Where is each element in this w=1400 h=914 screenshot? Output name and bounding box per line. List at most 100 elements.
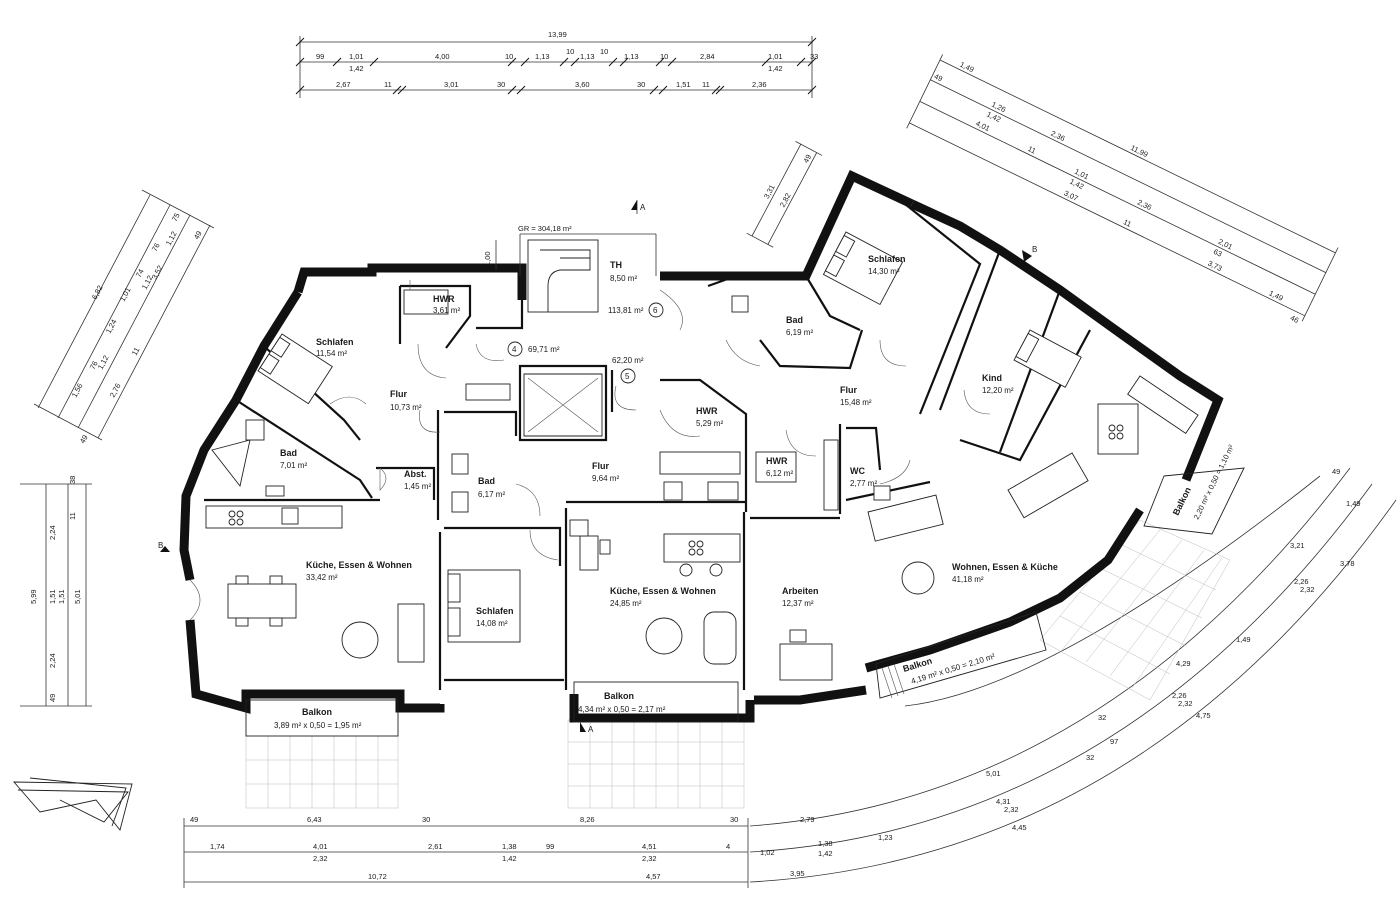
unit-6-area: 113,81 m²	[608, 306, 644, 315]
room-name: Bad	[478, 476, 495, 486]
dim-label: 2,32	[313, 854, 328, 863]
dim-label: 1,51	[676, 80, 691, 89]
dim-label: 49	[192, 229, 204, 241]
unit-6-number: 6	[653, 306, 658, 315]
dim-label: 10	[600, 47, 608, 56]
section-markers: A A B B	[158, 200, 1037, 734]
dim-label: 4,01	[313, 842, 328, 851]
room-area: 4,34 m² x 0,50 = 2,17 m²	[578, 705, 666, 714]
dim-label: 30	[422, 815, 430, 824]
dim-label: 1,13	[624, 52, 639, 61]
room-area: 5,29 m²	[696, 419, 723, 428]
north-arrow-sketch	[12, 777, 133, 831]
unit-4-number: 4	[512, 345, 517, 354]
room-area: 10,73 m²	[390, 403, 422, 412]
dim-label: 4,31	[996, 797, 1011, 806]
dim-label: 97	[1110, 737, 1118, 746]
room-area: 7,01 m²	[280, 461, 307, 470]
dim-label: 5,01	[73, 589, 82, 604]
room-name: Flur	[840, 385, 857, 395]
dim-label: 33	[810, 52, 818, 61]
room-name: Bad	[786, 315, 803, 325]
unit-4-area: 69,71 m²	[528, 345, 560, 354]
room-area: 4,19 m² x 0,50 = 2,10 m²	[910, 652, 997, 686]
terrace-grid-right	[1039, 519, 1231, 701]
dim-label: 4	[726, 842, 730, 851]
stairwell	[523, 239, 603, 437]
dim-label: 1,49	[1236, 635, 1251, 644]
dim-label: 49	[48, 694, 57, 702]
room-area: 15,48 m²	[840, 398, 872, 407]
dim-label: 4,57	[646, 872, 661, 881]
room-name: Balkon	[302, 707, 332, 717]
room-name: HWR	[696, 406, 718, 416]
dim-label: 11	[702, 80, 710, 89]
room-area: 6,12 m²	[766, 469, 793, 478]
dim-label: 2,36	[752, 80, 767, 89]
room-name: Bad	[280, 448, 297, 458]
arc-dimension-chain: 2,79 1,38 1,42 1,23 1,02 3,95 5,01 4,31 …	[749, 467, 1397, 883]
inner-walls	[204, 175, 1091, 690]
dim-label: 2,32	[1300, 585, 1315, 594]
dim-label: 1,12	[164, 230, 179, 247]
furniture-right	[731, 231, 1199, 681]
section-a-label: A	[640, 203, 646, 212]
dim-label: 3,60	[575, 80, 590, 89]
dim-label: 2,32	[642, 854, 657, 863]
dim-label: 99	[316, 52, 324, 61]
dim-label: 2,24	[48, 525, 57, 540]
right-upper-dimension-chain: 1,49 49 1,26 1,42 4,01 2,36 11,99 11 1,0…	[906, 54, 1339, 325]
room-name: Schlafen	[868, 254, 906, 264]
dim-label: 1,13	[535, 52, 550, 61]
dim-label: 11	[130, 346, 142, 357]
dim-label: 38	[68, 476, 77, 484]
furniture-middle	[447, 383, 741, 665]
room-name: Küche, Essen & Wohnen	[610, 586, 716, 596]
dim-label: 75	[170, 211, 182, 223]
dim-label: 1,12	[96, 354, 111, 371]
room-area: 14,08 m²	[476, 619, 508, 628]
terrace-grid-left	[245, 735, 399, 809]
dim-label: 11	[68, 512, 77, 520]
dim-label: 1,74	[210, 842, 225, 851]
dim-label: 1,42	[768, 64, 783, 73]
room-name: Balkon	[604, 691, 634, 701]
dim-label: 1,49	[1267, 288, 1284, 302]
left-diagonal-dimension-chain: 6,82 75 49 3,52 1,56 76 1,24 1,01 74 76 …	[33, 189, 215, 445]
room-area: 11,54 m²	[316, 349, 347, 358]
room-area: 33,42 m²	[306, 573, 338, 582]
room-name: Schlafen	[316, 337, 354, 347]
room-area: 12,37 m²	[782, 599, 814, 608]
room-name: TH	[610, 260, 622, 270]
room-name: WC	[850, 466, 865, 476]
dim-label: 2,76	[108, 382, 123, 399]
dim-label: 11	[1122, 217, 1133, 229]
dim-label: 74	[134, 267, 146, 279]
room-area: 12,20 m²	[982, 386, 1014, 395]
dim-label: 46	[1289, 313, 1300, 325]
dim-label: 30	[637, 80, 645, 89]
dim-label: 49	[190, 815, 198, 824]
dim-label: 49	[801, 153, 813, 165]
dim-label: 2,79	[800, 815, 815, 824]
dim-label: 76	[88, 359, 100, 371]
room-area: 2,77 m²	[850, 479, 877, 488]
dim-label: 10,72	[368, 872, 387, 881]
room-area: 8,50 m²	[610, 274, 637, 283]
room-area: 14,30 m²	[868, 267, 900, 276]
dim-label: 2,24	[48, 653, 57, 668]
th-height-dim: 1,00	[483, 251, 492, 266]
dim-label: 99	[546, 842, 554, 851]
unit-4-circle	[507, 341, 523, 357]
dim-label: 1,01	[349, 52, 364, 61]
dim-label: 6,82	[90, 284, 105, 301]
dim-label: 10	[660, 52, 668, 61]
dim-label: 4,00	[435, 52, 450, 61]
room-area: 24,85 m²	[610, 599, 642, 608]
dim-label: 1,01	[118, 286, 133, 303]
dim-label: 3,21	[1290, 541, 1305, 550]
dim-label: 2,61	[428, 842, 443, 851]
gross-area-marker: GR = 304,18 m² 1,00	[483, 224, 657, 276]
room-name: Kind	[982, 373, 1002, 383]
